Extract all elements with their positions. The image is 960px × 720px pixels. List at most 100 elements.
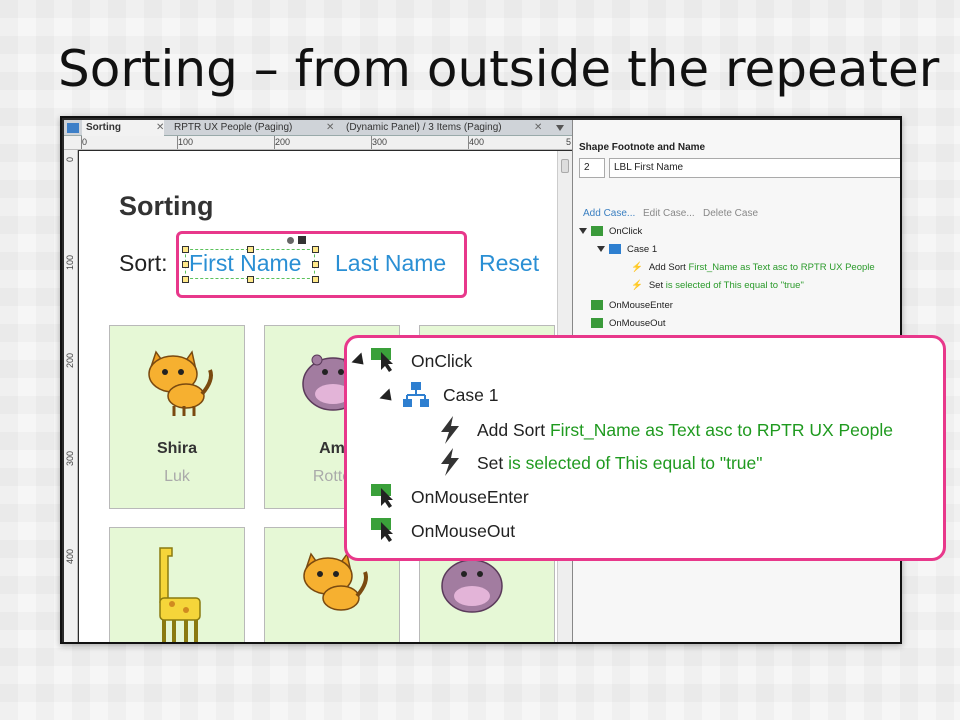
expand-triangle-icon[interactable] <box>597 246 605 253</box>
footnote-icon <box>298 236 306 244</box>
zoom-action-set: Set is selected of This equal to "true" <box>477 448 762 478</box>
ruler-label: 400 <box>65 548 75 564</box>
zoom-case: Case 1 <box>443 380 498 410</box>
last-name-link[interactable]: Last Name <box>335 250 447 276</box>
tab-bar: Sorting ✕ RPTR UX People (Paging) ✕ (Dyn… <box>64 120 572 136</box>
event-icon <box>591 318 603 329</box>
event-icon <box>591 300 603 311</box>
expand-triangle-icon[interactable] <box>579 228 587 235</box>
action-detail: First_Name as Text asc to RPTR UX People <box>688 262 875 273</box>
case-icon <box>609 244 621 255</box>
reset-link[interactable]: Reset <box>479 250 540 276</box>
tree-action[interactable]: ⚡ Add Sort First_Name as Text asc to RPTR… <box>631 260 875 276</box>
resize-handle[interactable] <box>182 276 189 283</box>
tab-label: (Dynamic Panel) / 3 Items (Paging) <box>346 122 502 133</box>
ruler-label: 100 <box>65 254 75 270</box>
last-name: Luk <box>164 468 190 485</box>
ruler-label: 0 <box>82 137 88 147</box>
slide-title: Sorting – from outside the repeater <box>58 40 940 98</box>
event-label: OnClick <box>609 226 643 237</box>
resize-handle[interactable] <box>312 246 319 253</box>
first-name-link[interactable]: First Name <box>189 250 302 276</box>
lightning-icon: ⚡ <box>631 262 643 273</box>
event-label: OnMouseOut <box>411 521 516 541</box>
cat-icon <box>148 350 213 416</box>
resize-handle[interactable] <box>312 261 319 268</box>
tree-case[interactable]: Case 1 <box>597 242 657 258</box>
close-icon[interactable]: ✕ <box>534 122 543 133</box>
action-verb: Add Sort <box>477 420 546 440</box>
action-detail: is selected of This equal to "true" <box>665 280 804 291</box>
action-verb: Set <box>477 453 504 473</box>
action-verb: Set <box>648 280 664 291</box>
tab-sorting[interactable]: Sorting <box>82 120 164 136</box>
resize-handle[interactable] <box>182 246 189 253</box>
ruler-label: 300 <box>65 450 75 466</box>
resize-handle[interactable] <box>312 276 319 283</box>
last-name: Rotte <box>312 468 352 485</box>
cat-icon <box>303 552 368 611</box>
action-verb: Add Sort <box>648 262 686 273</box>
lightning-icon <box>441 416 459 444</box>
vertical-ruler: 0 100 200 300 400 <box>64 150 78 642</box>
footnote-field[interactable]: 2 <box>579 158 605 178</box>
case-label: Case 1 <box>443 385 499 405</box>
event-icon <box>371 518 393 542</box>
edit-case-link[interactable]: Edit Case... <box>643 208 695 219</box>
close-icon[interactable]: ✕ <box>326 122 335 133</box>
sitemap-icon <box>67 123 79 133</box>
ruler-label: 5 <box>566 137 572 147</box>
ruler-tick <box>81 136 82 149</box>
first-name: Am <box>319 440 345 457</box>
ruler-label: 200 <box>275 137 291 147</box>
tree-onmouseenter[interactable]: OnMouseEnter <box>591 298 673 314</box>
rotate-handle-icon[interactable] <box>287 237 294 244</box>
first-name: Shira <box>156 440 197 457</box>
zoom-action-add-sort: Add Sort First_Name as Text asc to RPTR … <box>477 415 893 445</box>
zoom-onmouseout: OnMouseOut <box>411 516 515 546</box>
add-case-link[interactable]: Add Case... <box>583 208 636 219</box>
highlight-box <box>176 231 467 298</box>
zoom-callout: OnClick Case 1 Add Sort First_Name as Te… <box>344 335 946 561</box>
event-label: OnMouseOut <box>609 318 666 329</box>
tree-onmouseout[interactable]: OnMouseOut <box>591 316 666 332</box>
lightning-icon <box>441 448 459 476</box>
event-icon <box>591 226 603 237</box>
delete-case-link[interactable]: Delete Case <box>703 208 759 219</box>
zoom-onclick: OnClick <box>411 346 472 376</box>
ruler-label: 100 <box>178 137 194 147</box>
event-icon <box>371 348 393 372</box>
case-label: Case 1 <box>627 244 658 255</box>
tree-action[interactable]: ⚡ Set is selected of This equal to "true" <box>631 278 804 294</box>
action-detail: is selected of This equal to "true" <box>508 453 763 473</box>
case-icon <box>403 382 429 407</box>
ruler-tick <box>371 136 372 149</box>
repeater-item: Shira Luk <box>109 325 245 509</box>
event-label: OnMouseEnter <box>411 487 529 507</box>
tab-dynamic-panel[interactable]: (Dynamic Panel) / 3 Items (Paging) <box>342 120 532 136</box>
event-label: OnClick <box>411 351 473 371</box>
lightning-icon: ⚡ <box>631 280 643 291</box>
chevron-down-icon[interactable] <box>556 125 564 131</box>
tab-rptr-ux-people[interactable]: RPTR UX People (Paging) <box>170 120 330 136</box>
resize-handle[interactable] <box>247 246 254 253</box>
ruler-label: 0 <box>65 156 75 162</box>
scroll-thumb[interactable] <box>561 159 569 173</box>
expand-triangle-icon <box>351 352 369 370</box>
ruler-tick <box>177 136 178 149</box>
zoom-onmouseenter: OnMouseEnter <box>411 482 529 512</box>
close-icon[interactable]: ✕ <box>156 122 165 133</box>
shape-name-field[interactable]: LBL First Name <box>609 158 900 178</box>
ruler-tick <box>468 136 469 149</box>
giraffe-icon <box>159 547 201 642</box>
resize-handle[interactable] <box>182 261 189 268</box>
canvas-heading: Sorting <box>119 191 214 221</box>
event-icon <box>371 484 393 508</box>
expand-triangle-icon <box>379 388 397 406</box>
resize-handle[interactable] <box>247 276 254 283</box>
action-detail: First_Name as Text asc to RPTR UX People <box>549 420 893 440</box>
tree-onclick[interactable]: OnClick <box>579 224 642 240</box>
sort-label: Sort: <box>119 250 168 276</box>
ruler-tick <box>274 136 275 149</box>
